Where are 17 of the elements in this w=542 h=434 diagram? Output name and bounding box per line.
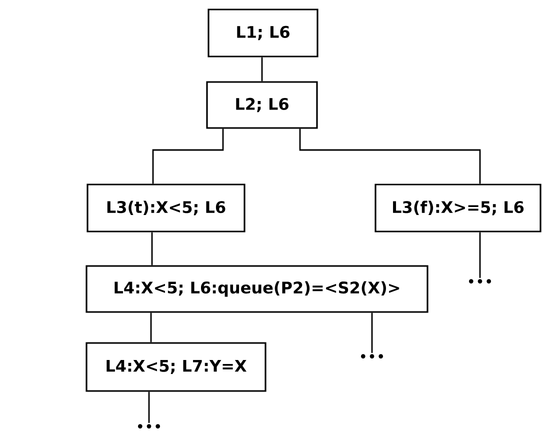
state-box: L2; L6 [206,81,318,129]
ellipsis: ••• [468,279,492,284]
state-box: L4:X<5; L7:Y=X [86,342,266,392]
connector [150,312,152,342]
state-box: L3(f):X>=5; L6 [374,184,542,232]
state-box: L4:X<5; L6:queue(P2)=<S2(X)> [86,265,428,313]
connector [479,232,481,278]
state-box: L1; L6 [208,8,318,58]
ellipsis: ••• [360,354,384,358]
ellipsis: ••• [138,424,160,428]
connector [371,312,373,353]
connector [151,232,153,266]
connector [148,392,150,423]
state-box: L3(t):X<5; L6 [86,184,246,232]
connector [261,57,263,82]
connector [299,128,481,184]
connector [152,128,224,184]
